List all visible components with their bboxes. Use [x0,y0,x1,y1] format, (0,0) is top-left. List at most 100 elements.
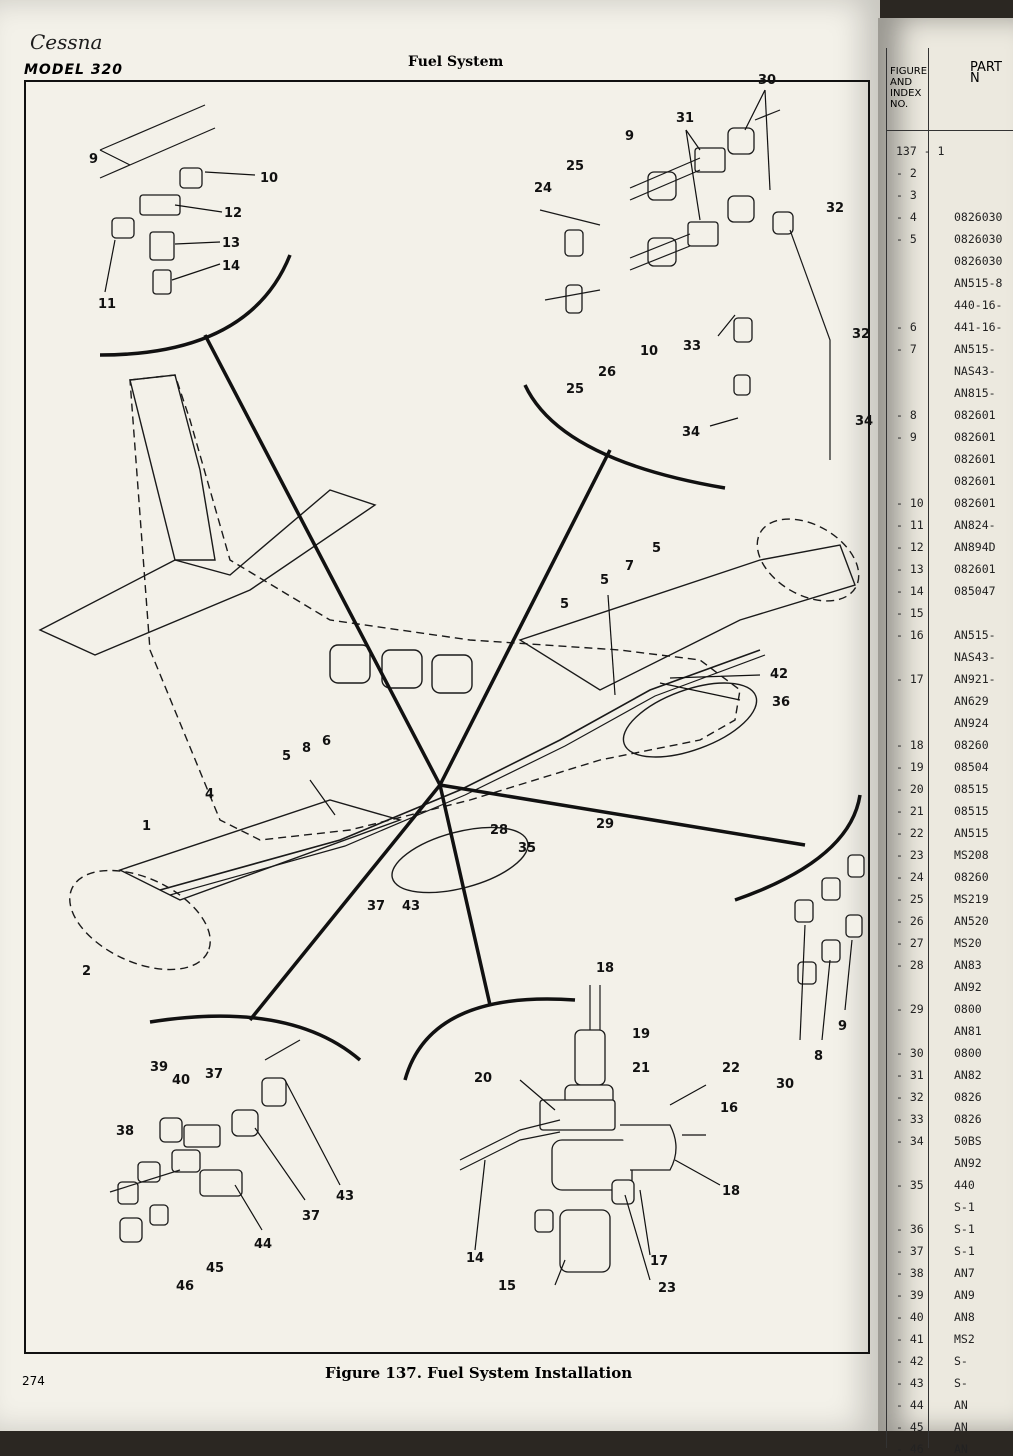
callout-29: 29 [596,817,614,832]
index-cell: - 31 [896,1068,924,1082]
fitting-tee [139,194,181,216]
callout-39: 38 [116,1124,134,1139]
callout-46: 46 [176,1279,194,1294]
index-cell: - 17 [896,672,924,686]
callout-27: 24 [534,181,552,196]
part-number-cell: 441-16- [954,320,1003,334]
part-number-cell: S-1 [954,1244,975,1258]
index-cell: - 6 [896,320,917,334]
callout-24: 18 [596,961,614,976]
fitting-nut [797,961,817,985]
right-page-parts-list: FIGURE AND INDEX NO. PART N 137 - 1- 2- … [878,18,1013,1456]
view-break-arc [99,254,292,357]
index-cell: - 15 [896,606,924,620]
fitting-nut [261,1077,287,1107]
cabin-window [431,654,473,694]
callout-11: 11 [98,297,116,312]
callout-36: 36 [772,695,790,710]
part-number-cell: 08515 [954,782,989,796]
index-cell: - 9 [896,430,917,444]
callout-30: 30 [758,73,776,88]
callout-33: 33 [683,339,701,354]
detail-leader [439,783,806,847]
part-number-cell: AN629 [954,694,989,708]
vertical-tail [129,374,216,561]
part-number-cell: 08260 [954,870,989,884]
part-number-cell: AN [954,1442,968,1456]
fitting-tee [687,221,719,247]
fitting-nut [231,1109,259,1137]
part-number-cell: S-1 [954,1222,975,1236]
callout-17: 17 [650,1254,668,1269]
callout-35: 35 [518,841,536,856]
part-number-cell: 082601 [954,474,996,488]
index-cell: - 19 [896,760,924,774]
callout-19: 19 [632,1027,650,1042]
part-number-cell: 082601 [954,452,996,466]
right-wing [518,544,856,691]
part-number-cell: AN824- [954,518,996,532]
fitting-nut [117,1181,139,1205]
left-tip-tank [69,869,211,971]
callout-6: 7 [625,559,634,574]
fitting-nut [137,1161,161,1183]
table-border [886,48,1007,1448]
part-number-cell: AN520 [954,914,989,928]
part-number-cell: AN515- [954,342,996,356]
part-number-cell: AN82 [954,1068,982,1082]
part-number-cell: MS208 [954,848,989,862]
callout-38: 37 [205,1067,223,1082]
part-number-cell: AN8 [954,1310,975,1324]
part-number-cell: 440 [954,1178,975,1192]
right-tip-tank [756,518,860,602]
cabin-window [329,644,371,684]
detail-leader [248,783,442,1022]
index-cell: - 5 [896,232,917,246]
part-number-cell: MS20 [954,936,982,950]
fitting-nut [727,195,755,223]
callout-28: 28 [490,823,508,838]
callout-4: 5 [560,597,569,612]
index-cell: - 42 [896,1354,924,1368]
fitting-nut [149,1204,169,1226]
clamp [564,229,584,257]
callout-37: 37 [367,899,385,914]
index-cell: - 44 [896,1398,924,1412]
index-cell: - 14 [896,584,924,598]
callout-5a: 5 [600,573,609,588]
callout-43: 43 [402,899,420,914]
callout-16: 16 [720,1101,738,1116]
callout-26: 26 [598,365,616,380]
callout-32: 32 [826,201,844,216]
part-number-cell: 0826030 [954,210,1003,224]
fitting-nut [611,1179,635,1205]
table-header-rule [886,130,1013,131]
index-cell: - 37 [896,1244,924,1258]
part-number-cell: AN92 [954,980,982,994]
fitting-nut [845,914,863,938]
part-number-cell: 0826 [954,1090,982,1104]
part-number-cell: 08515 [954,804,989,818]
fitting-nut [119,1217,143,1243]
callout-14: 14 [222,259,240,274]
callout-30b: 30 [776,1077,794,1092]
left-nacelle [391,826,529,894]
fitting-nut [647,237,677,267]
index-cell: - 21 [896,804,924,818]
part-number-cell: 08504 [954,760,989,774]
part-number-header: PART N [970,60,1002,86]
horizontal-stabilizer [38,489,377,656]
part-number-cell: S- [954,1376,968,1390]
detail-leader [438,449,612,786]
part-number-cell: 0800 [954,1046,982,1060]
view-break-arc [734,794,862,902]
part-number-cell: NAS43- [954,364,996,378]
fitting-nut [534,1209,554,1233]
fitting-nut [794,899,814,923]
fitting-nut [179,167,203,189]
callout-34: 34 [682,425,700,440]
view-break-arc [403,997,576,1081]
index-cell: - 30 [896,1046,924,1060]
fitting-nut [733,374,751,396]
fitting-elbow [152,269,172,295]
